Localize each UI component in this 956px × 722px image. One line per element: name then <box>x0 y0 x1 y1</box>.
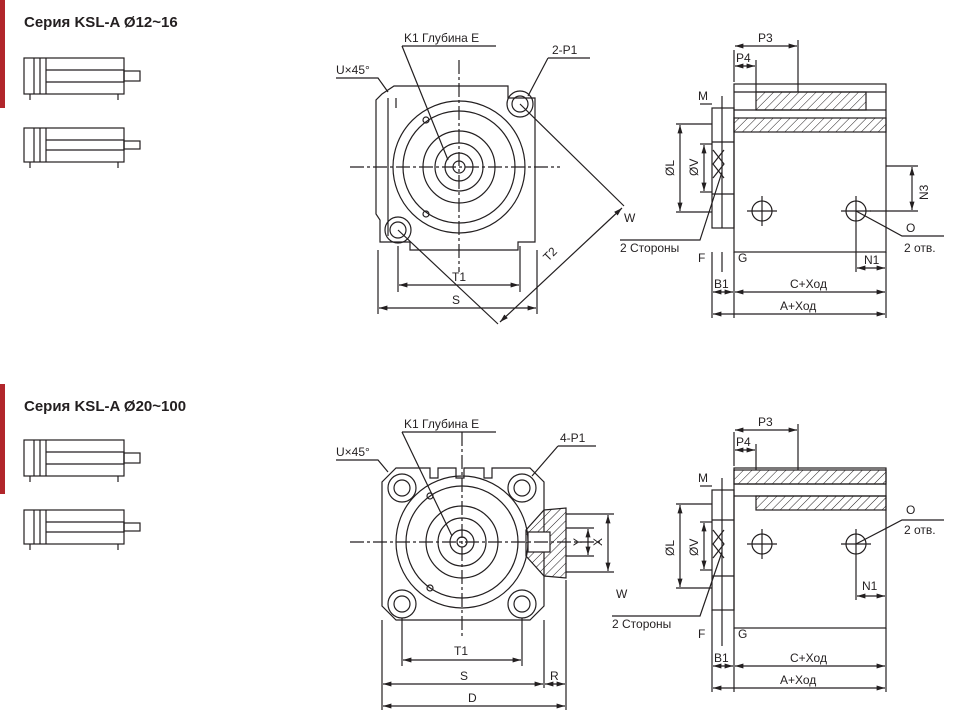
label-m: M <box>698 471 708 485</box>
label-p3: P3 <box>758 415 773 429</box>
label-holes: 2 отв. <box>904 523 936 537</box>
label-a: A+Ход <box>780 299 816 313</box>
label-k1: K1 Глубина E <box>404 31 479 45</box>
label-d: D <box>468 691 477 705</box>
label-b1: B1 <box>714 277 729 291</box>
label-p4: P4 <box>736 435 751 449</box>
series2-front-view <box>350 432 600 636</box>
label-u45: U×45° <box>336 63 370 77</box>
cylinder-icon-series2-b <box>23 509 141 550</box>
label-s: S <box>452 293 460 307</box>
label-g: G <box>738 627 747 641</box>
cylinder-icon-series1-b <box>23 127 141 168</box>
label-o: O <box>906 221 915 235</box>
label-a: A+Ход <box>780 673 816 687</box>
label-t1: T1 <box>454 644 468 658</box>
cylinder-icon-series1-a <box>23 57 141 100</box>
cylinder-icon-series2-a <box>23 439 141 482</box>
label-r: R <box>550 669 559 683</box>
label-w-sides: 2 Стороны <box>612 617 671 631</box>
label-o: O <box>906 503 915 517</box>
series1-side-dimensions <box>620 40 944 318</box>
label-w: W <box>616 587 628 601</box>
series2-side-view <box>711 467 887 629</box>
label-u45: U×45° <box>336 445 370 459</box>
series1-labels: U×45° K1 Глубина E 2-P1 T1 S T2 W 2 Стор… <box>336 31 936 313</box>
label-g: G <box>738 251 747 265</box>
label-k1: K1 Глубина E <box>404 417 479 431</box>
label-p3: P3 <box>758 31 773 45</box>
series2-title: Серия KSL-A Ø20~100 <box>24 398 187 415</box>
series1-side-view <box>711 83 887 253</box>
label-f: F <box>698 627 705 641</box>
label-f: F <box>698 251 705 265</box>
label-p1: 4-P1 <box>560 431 586 445</box>
label-w-sides: 2 Стороны <box>620 241 679 255</box>
label-v: ØV <box>687 159 701 176</box>
series1-front-view <box>350 60 560 272</box>
label-holes: 2 отв. <box>904 241 936 255</box>
label-n3: N3 <box>917 184 931 200</box>
label-v: ØV <box>687 539 701 556</box>
label-w: W <box>624 211 636 225</box>
series2-front-dimensions <box>336 431 614 710</box>
label-p1: 2-P1 <box>552 43 578 57</box>
label-c: C+Ход <box>790 651 827 665</box>
label-m: M <box>698 89 708 103</box>
label-s: S <box>460 669 468 683</box>
label-t1: T1 <box>452 270 466 284</box>
label-x: X <box>591 538 605 546</box>
label-n1: N1 <box>862 579 878 593</box>
label-l: ØL <box>663 540 677 556</box>
series2-labels: U×45° K1 Глубина E 4-P1 Y X T1 S R D W 2… <box>336 415 936 705</box>
series2-accent-bar <box>0 384 5 494</box>
label-t2: T2 <box>540 244 560 264</box>
series1-accent-bar <box>0 0 5 108</box>
label-p4: P4 <box>736 51 751 65</box>
label-n1: N1 <box>864 253 880 267</box>
label-b1: B1 <box>714 651 729 665</box>
label-y: Y <box>571 538 585 546</box>
series2-side-dimensions <box>612 424 944 692</box>
label-c: C+Ход <box>790 277 827 291</box>
series1-title: Серия KSL-A Ø12~16 <box>24 14 178 31</box>
label-l: ØL <box>663 160 677 176</box>
series1-front-dimensions <box>336 45 625 325</box>
